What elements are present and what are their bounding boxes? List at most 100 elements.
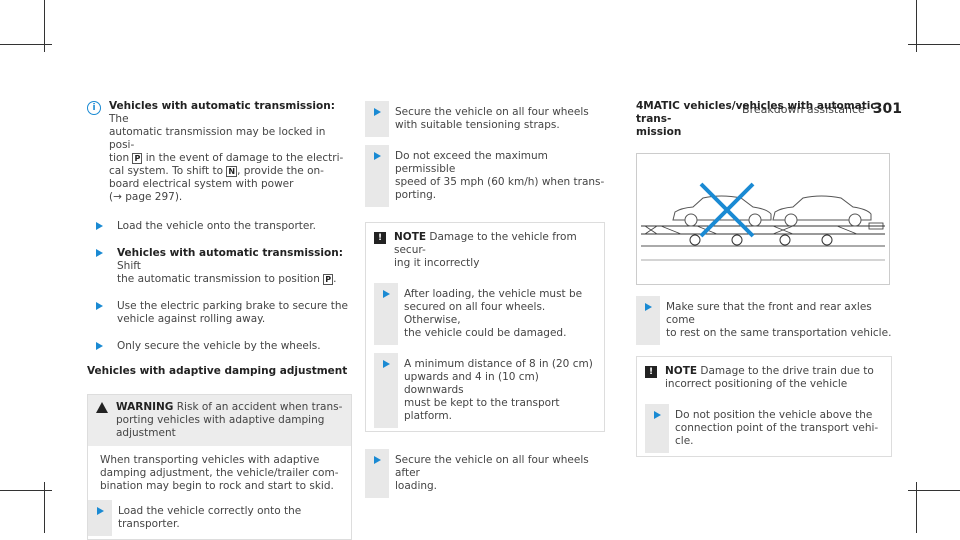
step-arrow-icon bbox=[96, 222, 103, 230]
step-bar bbox=[365, 101, 389, 137]
step-text: with suitable tensioning straps. bbox=[395, 119, 560, 131]
step-text: Do not position the vehicle above the bbox=[675, 409, 873, 421]
step-text: loading. bbox=[395, 480, 438, 492]
note-title: NOTE bbox=[665, 365, 698, 377]
step-text: transporter. bbox=[118, 518, 180, 530]
note-box: ! NOTE Damage to the vehicle from secur-… bbox=[365, 222, 605, 432]
note-step-distance: A minimum distance of 8 in (20 cm) upwar… bbox=[374, 353, 596, 428]
step-text: Secure the vehicle on all four wheels af… bbox=[395, 454, 589, 479]
step-wheels: Only secure the vehicle by the wheels. bbox=[87, 340, 352, 353]
transport-illustration bbox=[636, 153, 890, 285]
step-parking-brake: Use the electric parking brake to secure… bbox=[87, 300, 352, 326]
info-line: , provide the on- bbox=[237, 165, 324, 177]
crop-mark bbox=[908, 490, 960, 491]
warning-text: porting vehicles with adaptive damping bbox=[116, 414, 325, 426]
note-icon: ! bbox=[374, 232, 386, 244]
warning-body: When transporting vehicles with adaptive… bbox=[88, 446, 351, 539]
info-title: Vehicles with automatic transmission: bbox=[109, 100, 335, 112]
column-2: Secure the vehicle on all four wheels wi… bbox=[365, 100, 605, 498]
step-arrow-icon bbox=[374, 152, 381, 160]
warning-body-text: bination may begin to rock and start to … bbox=[100, 480, 334, 492]
page-number: 301 bbox=[872, 101, 902, 117]
note-step-secured: After loading, the vehicle must be secur… bbox=[374, 283, 596, 345]
page-header: Breakdown assistance 301 bbox=[742, 101, 902, 117]
info-line: in the event of damage to the electri- bbox=[145, 152, 344, 164]
note-text: Damage to the vehicle from secur- bbox=[394, 231, 577, 256]
note-box: ! NOTE Damage to the drive train due to … bbox=[636, 356, 892, 457]
step-arrow-icon bbox=[96, 342, 103, 350]
warning-icon bbox=[96, 402, 108, 413]
note-step-position: Do not position the vehicle above the co… bbox=[645, 404, 883, 453]
step-arrow-icon bbox=[96, 249, 103, 257]
section-title: Breakdown assistance bbox=[742, 103, 865, 116]
step-arrow-icon bbox=[383, 290, 390, 298]
crop-mark bbox=[916, 0, 917, 52]
step-straps: Secure the vehicle on all four wheels wi… bbox=[365, 101, 605, 137]
step-secure-after: Secure the vehicle on all four wheels af… bbox=[365, 449, 605, 498]
crop-mark bbox=[44, 482, 45, 533]
step-text: Use the electric parking brake to secure… bbox=[117, 300, 348, 312]
step-text: Secure the vehicle on all four wheels bbox=[395, 106, 589, 118]
info-icon: i bbox=[87, 101, 101, 115]
info-text: Vehicles with automatic transmission: Th… bbox=[109, 100, 352, 204]
note-text: ing it incorrectly bbox=[394, 257, 480, 269]
warning-text: Risk of an accident when trans- bbox=[176, 401, 343, 413]
page-reference-link[interactable]: (→ page 297). bbox=[109, 191, 183, 203]
step-text: must be kept to the transport platform. bbox=[404, 397, 560, 422]
gear-p-symbol: P bbox=[132, 153, 143, 164]
step-text: Only secure the vehicle by the wheels. bbox=[117, 340, 321, 352]
car-transporter-image bbox=[641, 182, 885, 261]
step-arrow-icon bbox=[374, 108, 381, 116]
step-text: A minimum distance of 8 in (20 cm) bbox=[404, 358, 593, 370]
heading-line: mission bbox=[636, 126, 682, 138]
section-heading: Vehicles with adaptive damping adjustmen… bbox=[87, 365, 348, 377]
step-text: upwards and 4 in (10 cm) downwards bbox=[404, 371, 539, 396]
step-load: Load the vehicle onto the transporter. bbox=[87, 220, 352, 233]
step-text: Load the vehicle onto the transporter. bbox=[117, 220, 317, 232]
crop-mark bbox=[908, 44, 960, 45]
step-text: the vehicle could be damaged. bbox=[404, 327, 567, 339]
warning-title: WARNING bbox=[116, 401, 174, 413]
crop-mark bbox=[0, 490, 52, 491]
info-line: cal system. To shift to bbox=[109, 165, 224, 177]
step-shift: Vehicles with automatic transmission: Sh… bbox=[87, 247, 352, 286]
info-line: tion bbox=[109, 152, 130, 164]
step-text: porting. bbox=[395, 189, 437, 201]
info-line: automatic transmission may be locked in … bbox=[109, 126, 326, 151]
note-icon: ! bbox=[645, 366, 657, 378]
step-text: connection point of the transport vehi- bbox=[675, 422, 879, 434]
step-arrow-icon bbox=[645, 303, 652, 311]
step-text: vehicle against rolling away. bbox=[117, 313, 266, 325]
step-text: Do not exceed the maximum permissible bbox=[395, 150, 548, 175]
step-arrow-icon bbox=[374, 456, 381, 464]
note-text: incorrect positioning of the vehicle bbox=[665, 378, 848, 390]
note-title: NOTE bbox=[394, 231, 427, 243]
info-block: i Vehicles with automatic transmission: … bbox=[87, 100, 352, 204]
step-text: to rest on the same transportation vehic… bbox=[666, 327, 892, 339]
step-arrow-icon bbox=[654, 411, 661, 419]
warning-box: WARNING Risk of an accident when trans- … bbox=[87, 394, 352, 540]
section-heading: 4MATIC vehicles/vehicles with automatic … bbox=[636, 100, 892, 139]
step-arrow-icon bbox=[97, 507, 104, 515]
step-text: secured on all four wheels. Otherwise, bbox=[404, 301, 546, 326]
step-arrow-icon bbox=[383, 360, 390, 368]
step-arrow-icon bbox=[96, 302, 103, 310]
step-text: Load the vehicle correctly onto the bbox=[118, 505, 302, 517]
info-line: board electrical system with power bbox=[109, 178, 294, 190]
note-header: ! NOTE Damage to the vehicle from secur-… bbox=[374, 231, 596, 270]
step-text: the automatic transmission to position bbox=[117, 273, 320, 285]
step-text: After loading, the vehicle must be bbox=[404, 288, 583, 300]
warning-header: WARNING Risk of an accident when trans- … bbox=[88, 395, 351, 446]
note-text: Damage to the drive train due to bbox=[700, 365, 874, 377]
warning-body-text: damping adjustment, the vehicle/trailer … bbox=[100, 467, 339, 479]
step-text: Make sure that the front and rear axles … bbox=[666, 301, 872, 326]
crop-mark bbox=[0, 44, 52, 45]
crop-mark bbox=[44, 0, 45, 52]
gear-n-symbol: N bbox=[226, 166, 238, 177]
step-speed: Do not exceed the maximum permissible sp… bbox=[365, 145, 605, 207]
warning-body-text: When transporting vehicles with adaptive bbox=[100, 454, 320, 466]
column-1: i Vehicles with automatic transmission: … bbox=[87, 100, 352, 540]
step-title: Vehicles with automatic transmission: bbox=[117, 247, 343, 259]
gear-p-symbol: P bbox=[323, 274, 334, 285]
warning-text: adjustment bbox=[116, 427, 176, 439]
